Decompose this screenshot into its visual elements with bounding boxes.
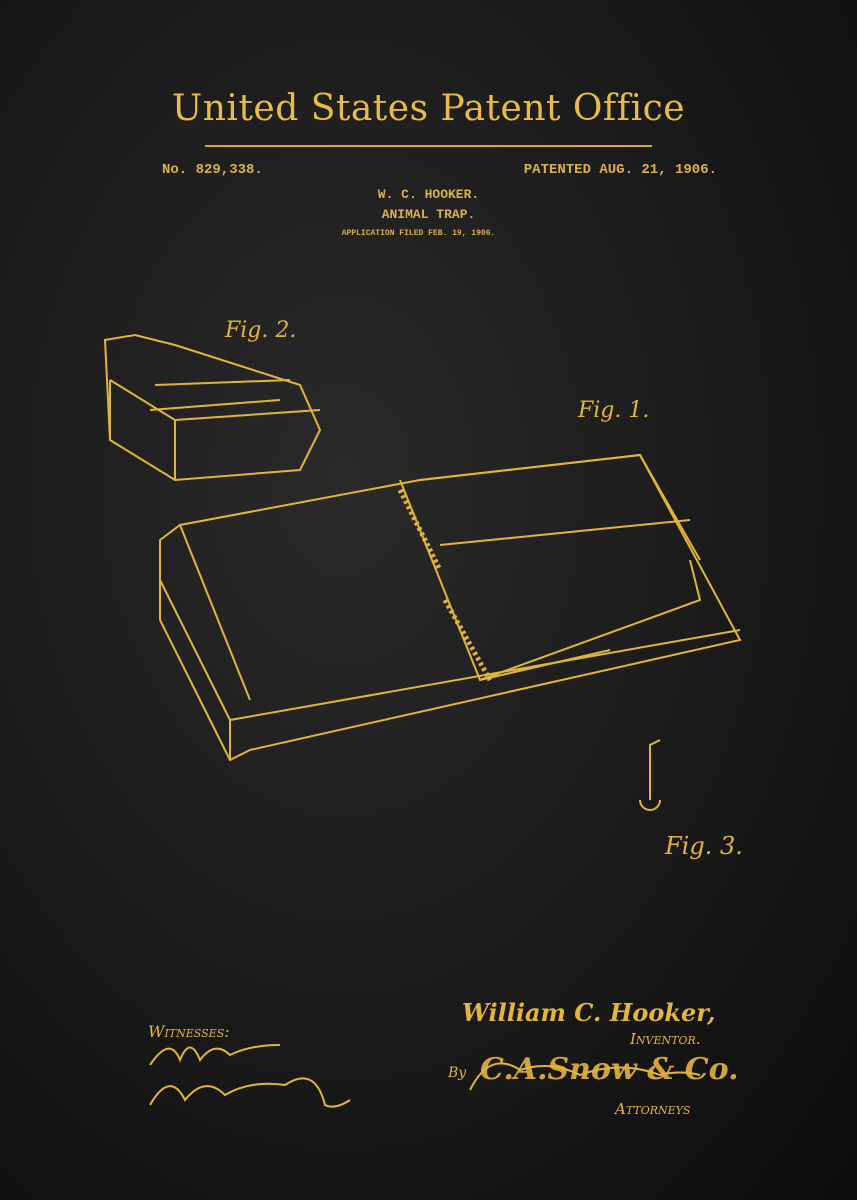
fig1-drawing (159, 453, 742, 762)
inventor-name: W. C. HOOKER. (377, 187, 480, 202)
invention-title: ANIMAL TRAP. (381, 207, 476, 222)
fig2-label: Fig. 2. (225, 318, 297, 343)
fig3-drawing (639, 739, 661, 811)
title-divider (205, 145, 652, 147)
inventor-label: Inventor. (630, 1030, 701, 1048)
patent-number: No. 829,338. (162, 162, 263, 178)
fig1-label: Fig. 1. (578, 398, 650, 423)
by-label: By (448, 1065, 467, 1081)
witnesses-label: Witnesses: (148, 1022, 230, 1041)
inventor-signature: William C. Hooker, (462, 998, 716, 1027)
attorneys-label: Attorneys (615, 1100, 691, 1118)
fig3-label: Fig. 3. (665, 832, 743, 860)
page-title: United States Patent Office (171, 88, 686, 129)
fig2-drawing (103, 333, 322, 482)
attorney-signature: C.A.Snow & Co. (480, 1052, 739, 1087)
patented-date: PATENTED AUG. 21, 1906. (523, 162, 717, 178)
application-date: APPLICATION FILED FEB. 19, 1906. (341, 229, 496, 238)
